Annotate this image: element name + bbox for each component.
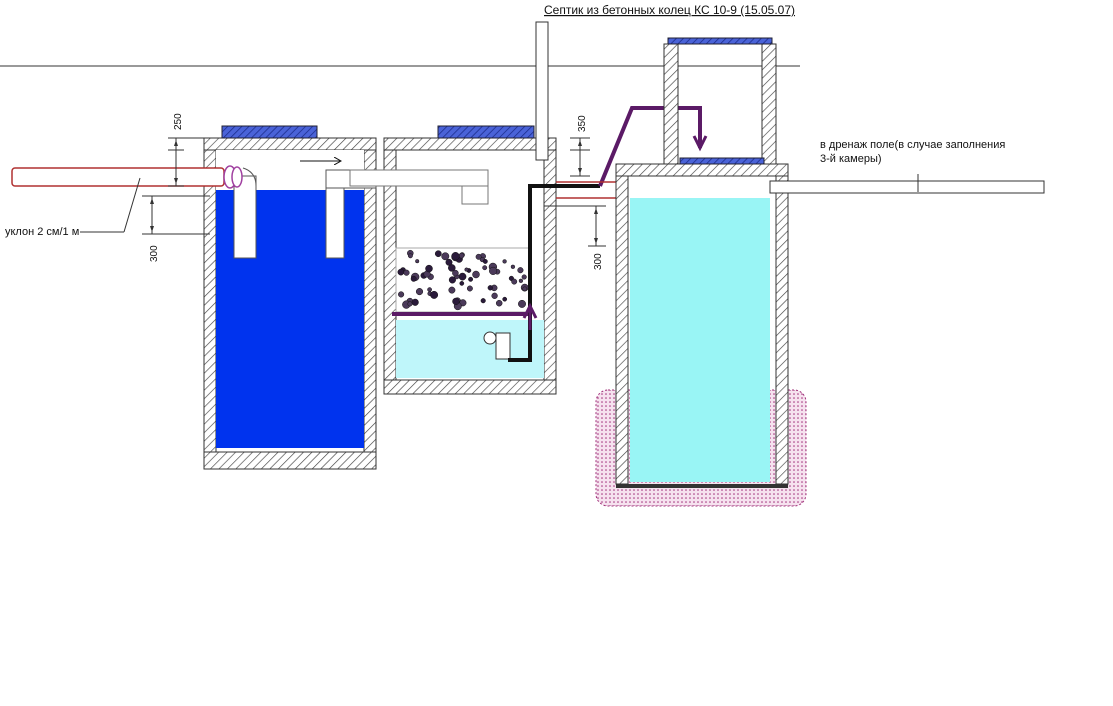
vent-pipe [535,21,549,161]
gravel-stone [482,258,488,264]
dim-300-left-label: 300 [149,245,160,262]
gravel-stone [458,272,467,281]
chamber-2 [349,125,557,395]
gravel-stone [411,298,419,306]
slope-label: уклон 2 см/1 м [5,226,79,238]
gravel-stone [475,253,482,260]
gravel-stone [452,269,459,277]
gravel-stone [415,259,420,264]
dimension-300-right: 300 [544,205,606,270]
gravel-stone [448,264,456,272]
gravel-stone [452,297,460,306]
gravel-stone [521,274,527,280]
gravel-stone [458,252,465,259]
drain-label-2: 3-й камеры) [820,153,882,165]
chamber-2-lid [437,125,535,139]
gravel-stone [441,252,450,261]
chamber-3-lid [667,37,773,45]
gravel-stone [502,296,508,302]
dim-350-label: 350 [577,115,588,132]
gravel-stone [482,265,488,271]
gravel-stone [451,252,460,261]
diagram-title: Септик из бетонных колец КС 10-9 (15.05.… [544,3,795,17]
gravel-stone [403,269,410,276]
gravel-stone [510,264,516,269]
gravel-stone [489,266,498,275]
chamber-1 [203,125,377,470]
gravel-stones [397,249,529,311]
inner-lid [679,157,765,165]
gravel-stone [459,281,465,286]
drain-pipe [769,174,1045,194]
outlet-pipe [556,181,616,199]
gravel-stone [466,285,473,292]
drain-label-1: в дренаж поле(в случае заполнения [820,139,1005,151]
chamber-1-lid [221,125,318,139]
gravel-stone [472,270,480,279]
gravel-stone [407,301,413,307]
chamber-3-water [630,198,770,482]
gravel-stone [427,287,432,292]
chamber-3 [595,37,807,507]
gravel-stone [398,291,405,298]
gravel-stone [434,250,442,258]
gravel-stone [430,290,439,299]
dim-300-right-label: 300 [593,253,604,270]
gravel-stone [410,275,417,282]
gravel-stone [464,267,469,272]
gravel-stone [522,286,528,292]
gravel-stone [518,299,526,308]
gravel-stone [425,264,433,273]
gravel-stone [502,259,507,264]
inlet-pipe [11,165,257,189]
gravel-stone [448,286,456,294]
gravel-stone [448,276,456,284]
gravel-stone [445,258,453,266]
gravel-stone [415,288,424,296]
dim-250-label: 250 [173,113,184,130]
dimension-250: 250 [168,113,205,187]
gravel-stone [480,298,486,304]
gravel-stone [518,278,524,283]
gravel-stone [468,276,474,282]
gravel-stone [407,253,413,259]
gravel-stone [517,267,524,274]
gravel-stone [487,285,493,291]
gravel-stone [511,278,518,285]
gravel-stone [491,292,498,299]
dimension-300-left: 300 [142,195,210,262]
gravel-stone [495,299,503,307]
chamber-2-water [396,320,544,378]
gravel-stone [397,268,405,276]
dimension-350: 350 [570,115,590,177]
